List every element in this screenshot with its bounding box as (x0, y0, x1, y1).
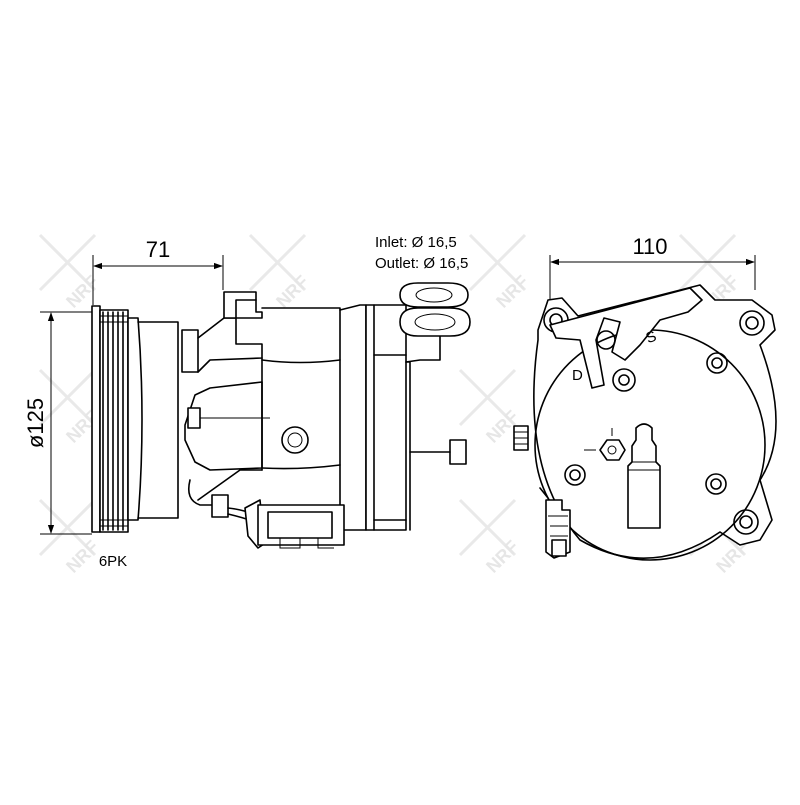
compressor-rear-view: D S (513, 284, 777, 561)
front-housing (181, 317, 270, 501)
watermark-text: NRF (482, 536, 522, 576)
center-nut-icon (584, 428, 626, 461)
watermark-tile: NRF (458, 498, 523, 577)
inlet-label: Inlet: Ø 16,5 (375, 234, 457, 251)
port-flanges (399, 282, 471, 337)
rear-head (365, 304, 467, 531)
rear-connector (539, 487, 571, 559)
control-valve (627, 423, 661, 529)
dimension-pulley-diameter: ø125 (23, 311, 92, 535)
watermark-text: NRF (492, 271, 532, 311)
pulley (91, 305, 179, 533)
watermark-text: NRF (62, 536, 102, 576)
dimension-pulley-width: 71 (92, 237, 224, 305)
watermark-tile: NRF (248, 233, 313, 312)
port-plate: D S (549, 287, 703, 392)
watermark-tile: NRF (458, 368, 523, 447)
pulley-diameter-label: ø125 (23, 398, 48, 448)
electrical-connector (187, 479, 345, 549)
pulley-width-label: 71 (146, 237, 170, 262)
mounting-ear (223, 291, 263, 319)
bolt-head-icon (281, 426, 309, 454)
watermark-text: NRF (272, 271, 312, 311)
outlet-label: Outlet: Ø 16,5 (375, 255, 468, 272)
compressor-body (261, 304, 367, 531)
mounting-ear-holes (543, 307, 765, 535)
body-width-label: 110 (632, 234, 667, 259)
watermark-tile: NRF (468, 233, 533, 312)
dimension-body-width: 110 (549, 234, 756, 300)
side-stud (513, 425, 529, 451)
belt-type-label: 6PK (99, 553, 127, 570)
rear-stud (449, 439, 467, 465)
discharge-mark: D (572, 367, 583, 384)
compressor-side-view (91, 282, 471, 549)
inner-bolt-holes (564, 352, 728, 495)
